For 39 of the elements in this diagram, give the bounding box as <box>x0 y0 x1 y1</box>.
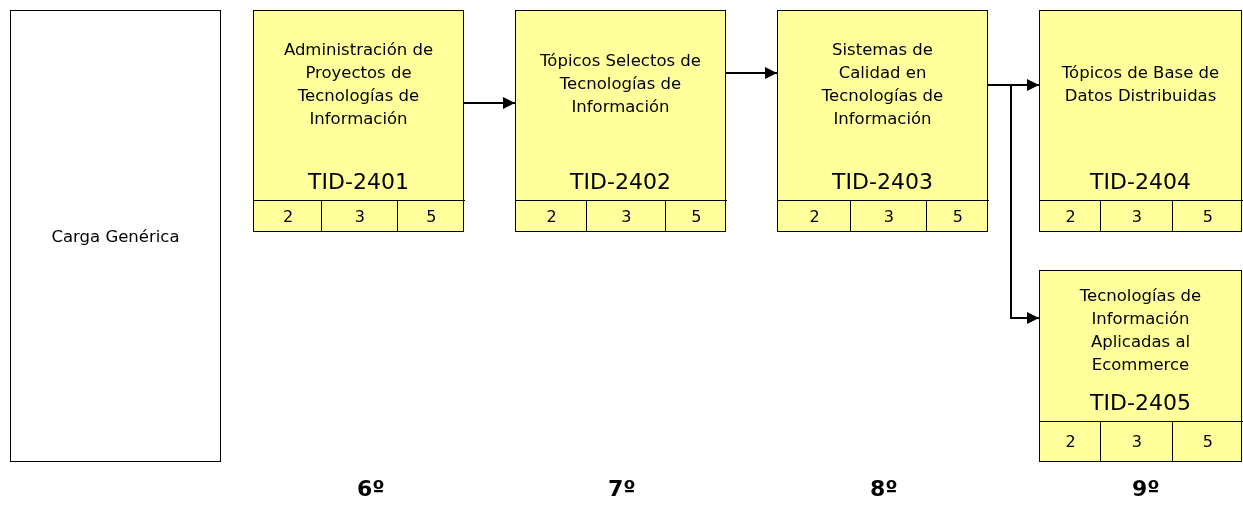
semester-label: 6º <box>357 476 385 501</box>
semester-label: 7º <box>608 476 636 501</box>
credit-cell: 3 <box>1099 421 1173 462</box>
course-code: TID-2401 <box>307 168 410 196</box>
course-code: TID-2402 <box>569 168 672 196</box>
credit-cell: 3 <box>1099 200 1173 232</box>
arrow <box>463 97 516 109</box>
course-code: TID-2405 <box>1089 389 1192 417</box>
credit-cell: 3 <box>585 200 666 232</box>
credit-cell: 2 <box>516 200 587 232</box>
credit-cell: 5 <box>396 200 465 232</box>
credit-cell: 2 <box>1040 200 1101 232</box>
course-box <box>515 10 726 232</box>
course-box <box>1039 10 1242 232</box>
course-title: Tecnologías de Información Aplicadas al Ecommerce <box>1078 285 1203 376</box>
arrow <box>987 84 1040 324</box>
credit-cell: 5 <box>1171 200 1243 232</box>
course-title: Administración de Proyectos de Tecnologías de Información <box>282 38 435 130</box>
course-code: TID-2403 <box>831 168 934 196</box>
credit-cell: 3 <box>320 200 398 232</box>
credit-cell: 5 <box>664 200 727 232</box>
course-box <box>777 10 988 232</box>
load-box <box>10 10 221 462</box>
credit-cell: 2 <box>778 200 851 232</box>
course-code: TID-2404 <box>1089 168 1192 196</box>
credit-cell: 2 <box>1040 421 1101 462</box>
credit-cell: 5 <box>925 200 989 232</box>
course-title: Tópicos de Base de Datos Distribuidas <box>1060 61 1221 107</box>
course-box <box>1039 270 1242 462</box>
box-label: Carga Genérica <box>51 226 180 246</box>
course-title: Sistemas de Calidad en Tecnologías de Información <box>820 38 945 130</box>
course-box <box>253 10 464 232</box>
semester-label: 8º <box>870 476 898 501</box>
credit-cell: 3 <box>849 200 927 232</box>
credit-cell: 5 <box>1171 421 1243 462</box>
semester-label: 9º <box>1132 476 1160 501</box>
course-title: Tópicos Selectos de Tecnologías de Información <box>539 50 702 118</box>
arrow <box>725 67 778 79</box>
credit-cell: 2 <box>254 200 322 232</box>
